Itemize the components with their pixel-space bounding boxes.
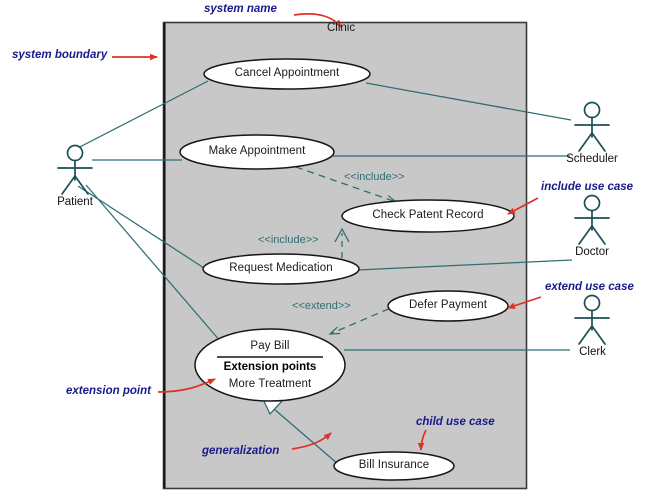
arrow-child-usecase: [417, 429, 427, 451]
actor-label-patient[interactable]: Patient: [57, 196, 93, 208]
use-case-pay-bill: [194, 328, 346, 402]
dependency-include-vertical: [334, 227, 350, 258]
actor-figures: [57, 101, 610, 345]
annotation-system-name: system name: [204, 3, 277, 15]
actor-label-scheduler[interactable]: Scheduler: [566, 153, 618, 165]
annotation-extension-point: extension point: [66, 385, 151, 397]
use-case-label-pay-bill[interactable]: Pay Bill: [250, 340, 290, 352]
annotation-arrows: [112, 13, 542, 451]
actor-label-doctor[interactable]: Doctor: [575, 246, 609, 258]
annotation-extend-use-case: extend use case: [545, 281, 634, 293]
arrow-include-usecase: [507, 197, 539, 215]
actor-label-clerk[interactable]: Clerk: [579, 346, 606, 358]
actor-patient-figure: [57, 144, 93, 195]
system-boundary-rect: [162, 21, 528, 490]
use-case-make-appointment: [179, 134, 335, 170]
use-case-cancel-appointment: [203, 58, 371, 90]
annotation-generalization: generalization: [202, 445, 280, 457]
annotation-system-boundary: system boundary: [12, 49, 108, 61]
arrow-system-name: [293, 13, 342, 28]
actor-scheduler-figure: [574, 101, 610, 152]
arrow-generalization: [291, 432, 332, 450]
actor-clerk-figure: [574, 294, 610, 345]
stereotype-extend-defer-payment: <<extend>>: [292, 300, 351, 312]
association-lines: [69, 80, 573, 465]
use-case-bill-insurance: [333, 451, 455, 481]
use-case-label-request-medication[interactable]: Request Medication: [229, 262, 333, 274]
stereotype-include-make-appointment: <<include>>: [344, 171, 405, 183]
arrow-extend-usecase: [507, 296, 542, 309]
arrow-extension-point: [157, 378, 216, 393]
use-case-label-bill-insurance[interactable]: Bill Insurance: [358, 459, 430, 471]
use-case-request-medication: [202, 253, 360, 285]
use-case-label-cancel-appointment[interactable]: Cancel Appointment: [234, 67, 340, 79]
annotation-child-use-case: child use case: [416, 416, 495, 428]
use-case-label-defer-payment[interactable]: Defer Payment: [409, 299, 487, 311]
stereotype-include-request-medication: <<include>>: [258, 234, 319, 246]
system-name-label: Clinic: [327, 22, 356, 34]
pay-bill-extension-point-value: More Treatment: [228, 378, 312, 390]
use-case-check-patent-record: [341, 199, 515, 233]
use-case-label-make-appointment[interactable]: Make Appointment: [208, 145, 306, 157]
use-case-label-check-patent-record[interactable]: Check Patent Record: [372, 209, 484, 221]
actor-doctor-figure: [574, 194, 610, 245]
use-case-shapes: [179, 58, 515, 481]
pay-bill-extension-points-title: Extension points: [223, 361, 317, 373]
annotation-include-use-case: include use case: [541, 181, 634, 193]
